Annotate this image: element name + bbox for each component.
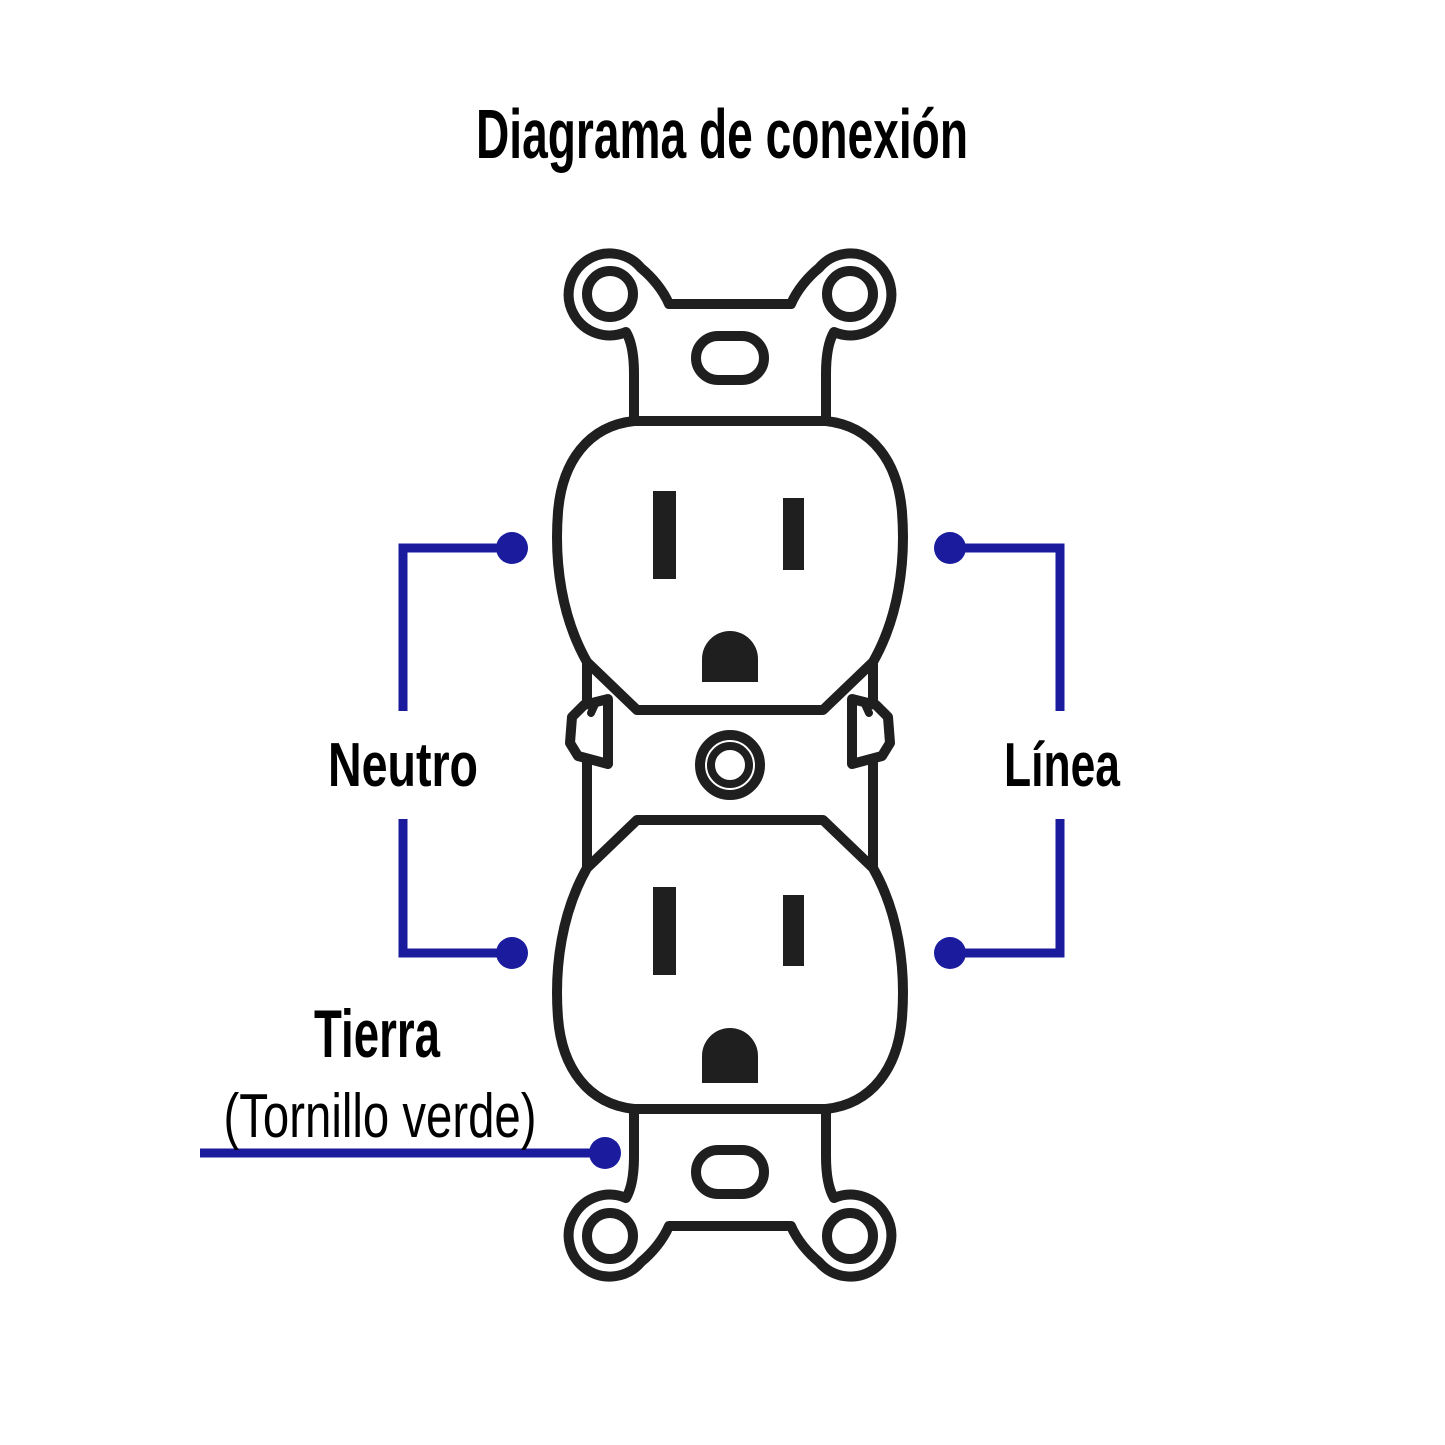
right-breakoff-tab-icon bbox=[847, 694, 895, 769]
duplex-outlet-icon bbox=[552, 253, 908, 1277]
ground-label: Tierra bbox=[314, 996, 441, 1072]
bottom-mounting-strap-icon bbox=[569, 1109, 892, 1277]
lower-ground-hole bbox=[702, 1028, 758, 1083]
neutral-connector bbox=[398, 532, 528, 969]
page-title: Diagrama de conexión bbox=[476, 95, 968, 173]
center-screw-icon bbox=[695, 730, 765, 800]
lower-hot-slot bbox=[783, 895, 804, 966]
line-connector bbox=[934, 532, 1065, 969]
lower-neutral-slot bbox=[653, 887, 676, 975]
neutral-label: Neutro bbox=[328, 731, 478, 800]
ground-terminal-dot bbox=[589, 1137, 621, 1169]
upper-hot-slot bbox=[783, 498, 804, 570]
upper-ground-hole bbox=[702, 631, 758, 682]
upper-receptacle-face bbox=[552, 416, 908, 715]
lower-receptacle-face bbox=[552, 815, 908, 1114]
neutral-terminal-dot-bottom bbox=[496, 937, 528, 969]
top-mounting-strap-icon bbox=[569, 253, 892, 421]
left-breakoff-tab-icon bbox=[565, 694, 613, 769]
ground-connector bbox=[200, 1137, 621, 1169]
upper-neutral-slot bbox=[653, 491, 676, 579]
line-terminal-dot-top bbox=[934, 532, 966, 564]
line-label: Línea bbox=[1004, 731, 1120, 800]
ground-note-label: (Tornillo verde) bbox=[224, 1082, 537, 1151]
neutral-terminal-dot-top bbox=[496, 532, 528, 564]
line-terminal-dot-bottom bbox=[934, 937, 966, 969]
